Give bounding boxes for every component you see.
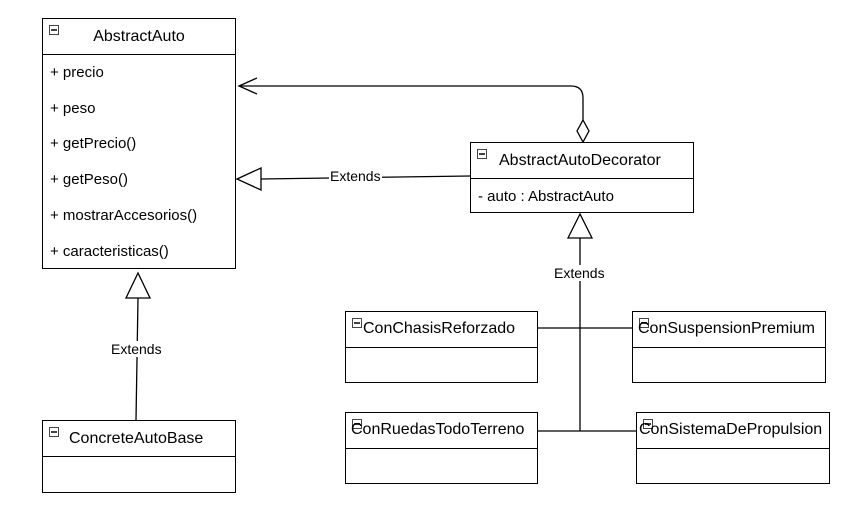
member-precio: + precio <box>50 64 104 81</box>
class-header: ConSuspensionPremium <box>633 312 825 348</box>
decorator-extends-arrowhead <box>235 166 262 192</box>
class-header: ConChasisReforzado <box>346 312 537 348</box>
decorator-extends-label: Extends <box>329 168 382 184</box>
class-con-suspension-premium[interactable]: ConSuspensionPremium <box>632 311 826 383</box>
aggregation-line <box>239 85 584 120</box>
class-name: ConChasisReforzado <box>363 320 516 337</box>
collapse-toggle-icon[interactable] <box>49 25 59 35</box>
member-get-peso: + getPeso() <box>50 171 128 188</box>
aggregation-diamond <box>576 118 590 144</box>
class-con-sistema-de-propulsion[interactable]: ConSistemaDePropulsion <box>636 412 830 484</box>
collapse-toggle-icon[interactable] <box>643 419 653 429</box>
class-header: ConSistemaDePropulsion <box>637 413 829 449</box>
class-header: ConcreteAutoBase <box>43 421 235 457</box>
class-name: ConcreteAutoBase <box>69 430 204 447</box>
base-extends-line <box>135 297 139 421</box>
class-name: ConSistemaDePropulsion <box>639 421 823 438</box>
class-header: ConRuedasTodoTerreno <box>346 413 537 449</box>
class-con-chasis-reforzado[interactable]: ConChasisReforzado <box>345 311 538 383</box>
class-abstract-auto-decorator[interactable]: AbstractAutoDecorator - auto : AbstractA… <box>470 142 694 213</box>
class-name: ConRuedasTodoTerreno <box>351 421 525 438</box>
class-header: AbstractAuto <box>43 19 235 55</box>
class-concrete-auto-base[interactable]: ConcreteAutoBase <box>42 420 236 493</box>
concrete-decorators-arrowhead <box>566 212 594 239</box>
class-abstract-auto[interactable]: AbstractAuto + precio + peso + getPrecio… <box>42 18 236 269</box>
collapse-toggle-icon[interactable] <box>352 419 362 429</box>
collapse-toggle-icon[interactable] <box>477 149 487 159</box>
member-peso: + peso <box>50 100 96 117</box>
class-name: AbstractAutoDecorator <box>499 152 661 169</box>
class-header: AbstractAutoDecorator <box>471 143 693 179</box>
collapse-toggle-icon[interactable] <box>49 427 59 437</box>
concrete-decorators-extend-label: Extends <box>553 265 606 281</box>
member-mostrar-accesorios: + mostrarAccesorios() <box>50 207 198 224</box>
class-name: ConSuspensionPremium <box>638 320 815 337</box>
class-name: AbstractAuto <box>93 28 185 45</box>
member-auto: - auto : AbstractAuto <box>478 188 614 205</box>
base-extends-label: Extends <box>110 341 163 357</box>
collapse-toggle-icon[interactable] <box>352 318 362 328</box>
base-extends-arrowhead <box>124 271 152 299</box>
member-get-precio: + getPrecio() <box>50 135 137 152</box>
aggregation-arrowhead <box>237 77 258 95</box>
member-caracteristicas: + caracteristicas() <box>50 243 169 260</box>
collapse-toggle-icon[interactable] <box>639 318 649 328</box>
class-con-ruedas-todo-terreno[interactable]: ConRuedasTodoTerreno <box>345 412 538 484</box>
